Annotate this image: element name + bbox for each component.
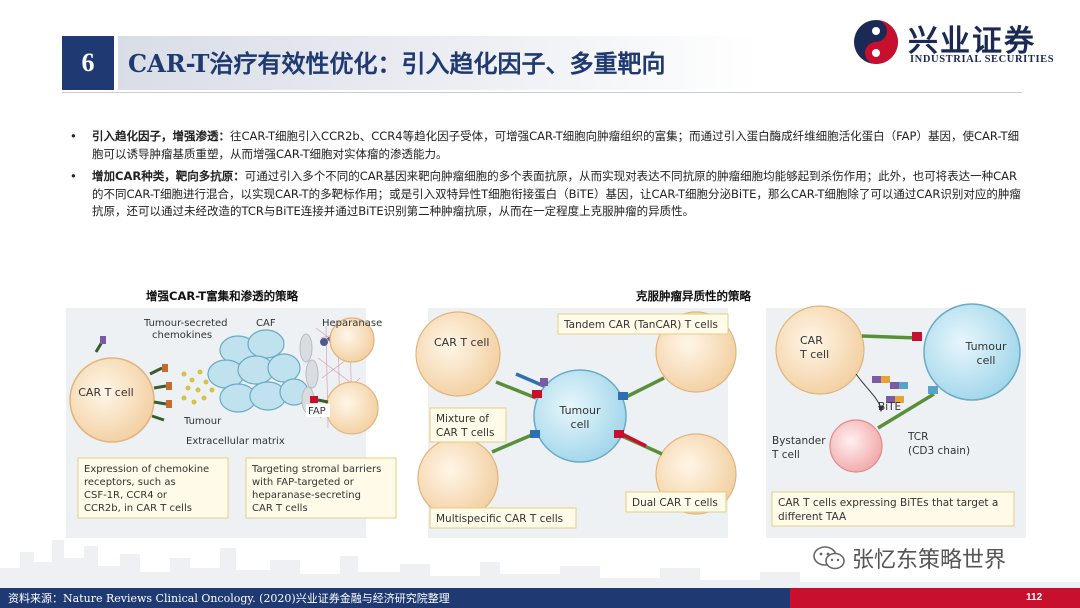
panel-c-tumour-cell [923, 303, 1021, 401]
skyline-decoration [0, 540, 1080, 588]
car-t-cell-top-left [415, 311, 501, 397]
logo-mark-icon [854, 20, 898, 64]
bullet-text: 往CAR-T细胞引入CCR2b、CCR4等趋化因子受体，可增强CAR-T细胞向肿… [92, 129, 1020, 161]
tcr-label: TCR(CD3 chain) [907, 431, 970, 457]
page-number: 112 [1026, 592, 1043, 603]
heparanase-label: Heparanase [322, 318, 382, 329]
ecm-label: Extracellular matrix [186, 436, 285, 447]
box-multispecific [429, 507, 577, 529]
box-stromal-text: Targeting stromal barriers with FAP-targ… [251, 464, 385, 514]
slide-title: CAR-T治疗有效性优化：引入趋化因子、多重靶向 [128, 49, 666, 78]
box-chemokine-receptors [77, 457, 229, 519]
bullet-item-multi-target: • 增加CAR种类，靶向多抗原：可通过引入多个不同的CAR基因来靶向肿瘤细胞的多… [68, 168, 1028, 221]
bite-box-text: CAR T cells expressing BiTEs that target… [778, 497, 1002, 523]
company-logo: 兴业证券 INDUSTRIAL SECURITIES [852, 16, 1062, 70]
logo-chinese-name: 兴业证券 [908, 24, 1036, 59]
box-bite [771, 491, 1015, 527]
bullet-dot-icon: • [70, 129, 77, 143]
figure-caption-right: 克服肿瘤异质性的策略 [636, 289, 751, 303]
figure-caption-left: 增强CAR-T富集和渗透的策略 [146, 289, 299, 303]
bite-molecules [872, 376, 908, 403]
slide-header: 6 CAR-T治疗有效性优化：引入趋化因子、多重靶向 兴业证券 INDUSTRI… [0, 0, 1080, 100]
heparanase-car-t-cell [329, 317, 375, 363]
panel-b-car-t-label: CAR T cell [434, 336, 490, 349]
watermark-text: 张忆东策略世界 [852, 548, 1007, 573]
multispecific-text: Multispecific CAR T cells [436, 513, 563, 525]
watermark: 张忆东策略世界 [812, 542, 1006, 574]
bystander-t-cell [829, 419, 883, 473]
fap-car-t-cell [325, 381, 379, 435]
logo-english-name: INDUSTRIAL SECURITIES [910, 54, 1055, 65]
chemokine-receptors [162, 364, 172, 408]
bullet-lead: 增加CAR种类，靶向多抗原： [92, 169, 245, 183]
title-bar [118, 36, 758, 90]
bite-label: BiTE [878, 401, 901, 413]
figure-area: 增强CAR-T富集和渗透的策略 克服肿瘤异质性的策略 CAR T cell [66, 278, 1026, 540]
bullet-text: 可通过引入多个不同的CAR基因来靶向肿瘤细胞的多个表面抗原，从而实现对表达不同抗… [92, 169, 1021, 218]
bullet-item-chemokine: • 引入趋化因子，增强渗透：往CAR-T细胞引入CCR2b、CCR4等趋化因子受… [68, 128, 1028, 163]
box-tandem-car [557, 313, 729, 335]
tandem-car-text: Tandem CAR (TanCAR) T cells [563, 319, 718, 331]
caf-label: CAF [256, 318, 276, 329]
source-note: 资料来源：Nature Reviews Clinical Oncology. (… [8, 592, 450, 605]
panel-c-car-t-cell [775, 305, 865, 395]
car-receptors [149, 366, 167, 422]
bullet-dot-icon: • [70, 169, 77, 183]
box-stromal-barriers [245, 457, 397, 519]
wechat-icon [813, 546, 845, 570]
car-t-label: CAR T cell [78, 386, 134, 399]
figure-diagram: CAR T cell [66, 303, 1026, 538]
fap-label: FAP [308, 406, 326, 417]
panel-a: CAR T cell [66, 308, 397, 538]
dual-car-text: Dual CAR T cells [632, 497, 718, 509]
tumour-cell-center [533, 369, 627, 463]
chemokine-dots [181, 369, 215, 405]
tumour-cluster [207, 329, 309, 413]
bullet-list: • 引入趋化因子，增强渗透：往CAR-T细胞引入CCR2b、CCR4等趋化因子受… [68, 128, 1028, 226]
tumour-label: Tumour [183, 416, 222, 427]
box-mixture [429, 407, 507, 443]
box-dual-car [625, 491, 727, 513]
header-divider [62, 92, 1022, 93]
box-chemokine-text: Expression of chemokine receptors, such … [84, 464, 212, 514]
car-t-cell-bottom-left [417, 437, 499, 519]
car-t-cell-shape [69, 357, 155, 443]
bullet-lead: 引入趋化因子，增强渗透： [92, 129, 230, 143]
footer-accent [790, 588, 1080, 608]
section-number: 6 [62, 36, 114, 90]
panel-b-antigens [530, 378, 628, 438]
